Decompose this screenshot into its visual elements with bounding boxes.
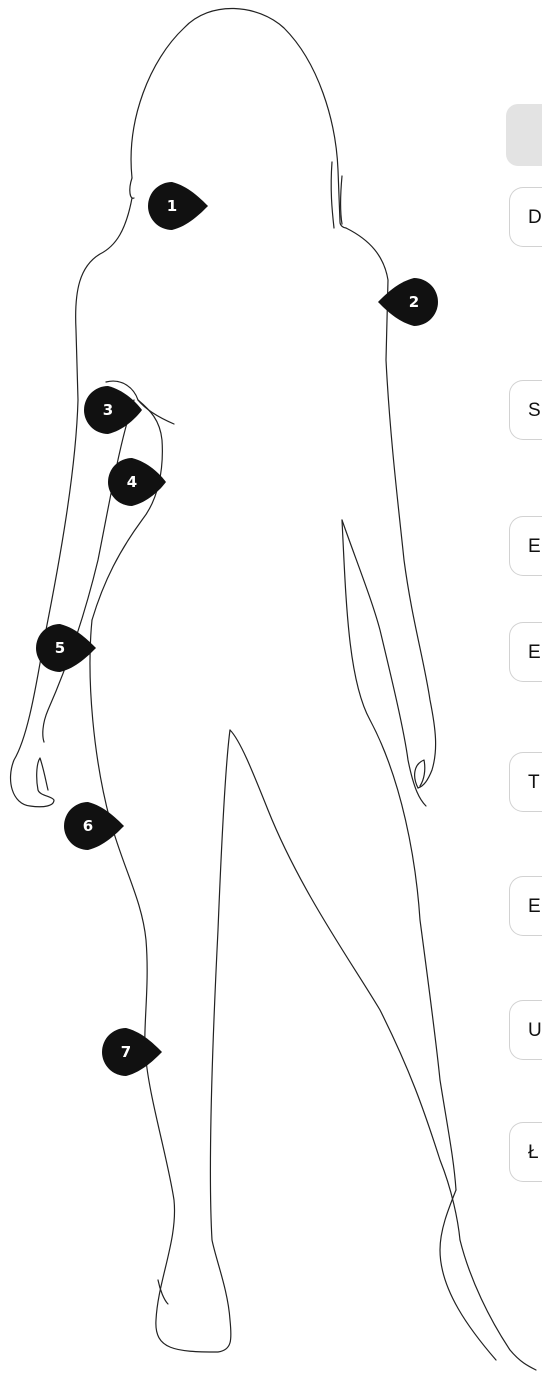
size-field-3-label: E — [528, 536, 541, 557]
marker-4-label: 4 — [127, 473, 137, 491]
marker-1[interactable]: 1 — [148, 182, 208, 230]
marker-7-label: 7 — [121, 1043, 131, 1061]
size-field-5-label: T — [528, 772, 540, 793]
marker-3-label: 3 — [103, 401, 113, 419]
marker-1-shape — [148, 182, 208, 230]
size-field-1[interactable]: D — [509, 187, 542, 247]
size-field-2[interactable]: S — [509, 380, 542, 440]
marker-6[interactable]: 6 — [64, 802, 124, 850]
marker-2-label: 2 — [409, 293, 419, 311]
size-panel-header — [506, 104, 542, 166]
marker-6-shape — [64, 802, 124, 850]
marker-5[interactable]: 5 — [36, 624, 96, 672]
size-field-6-label: E — [528, 896, 541, 917]
marker-7[interactable]: 7 — [102, 1028, 162, 1076]
marker-7-shape — [102, 1028, 162, 1076]
size-field-5[interactable]: T — [509, 752, 542, 812]
size-field-7[interactable]: U — [509, 1000, 542, 1060]
size-field-7-label: U — [528, 1020, 542, 1041]
marker-5-label: 5 — [55, 639, 65, 657]
body-outline — [11, 8, 536, 1370]
size-field-4[interactable]: E — [509, 622, 542, 682]
size-field-3[interactable]: E — [509, 516, 542, 576]
marker-5-shape — [36, 624, 96, 672]
marker-3[interactable]: 3 — [84, 386, 142, 434]
size-field-8-label: Ł — [528, 1142, 539, 1163]
size-field-2-label: S — [528, 400, 541, 421]
size-field-8[interactable]: Ł — [509, 1122, 542, 1182]
marker-4[interactable]: 4 — [108, 458, 166, 506]
marker-6-label: 6 — [83, 817, 93, 835]
size-field-6[interactable]: E — [509, 876, 542, 936]
size-field-4-label: E — [528, 642, 541, 663]
size-field-1-label: D — [528, 207, 542, 228]
marker-1-label: 1 — [167, 197, 177, 215]
